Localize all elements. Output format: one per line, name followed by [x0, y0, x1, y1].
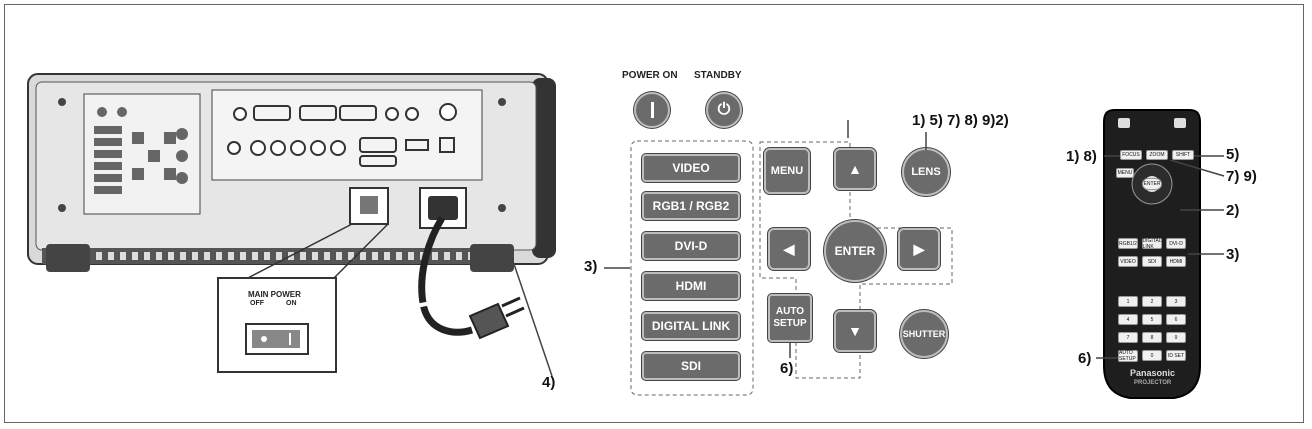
remote-hdmi-button[interactable]: HDMI: [1166, 256, 1186, 267]
left-button[interactable]: ◀: [768, 228, 810, 270]
main-power-title: MAIN POWER: [248, 290, 301, 299]
video-button[interactable]: VIDEO: [642, 154, 740, 182]
remote-sdi-button[interactable]: SDI: [1142, 256, 1162, 267]
remote-zoom-button[interactable]: ZOOM: [1146, 150, 1168, 160]
callout-inputs-line: [604, 267, 630, 269]
remote-key-5[interactable]: 5: [1142, 314, 1162, 325]
arrow-right-icon: ▶: [913, 240, 925, 257]
callout-lens: 1) 5) 7) 8) 9)2): [912, 112, 1009, 129]
remote-callout-focus: 1) 8): [1066, 148, 1097, 165]
power-on-label: POWER ON: [622, 70, 678, 81]
standby-icon: ⏻: [717, 101, 731, 118]
shutter-button[interactable]: SHUTTER: [900, 310, 948, 358]
callout-auto-line: [789, 342, 791, 358]
remote-key-0[interactable]: 0: [1142, 350, 1162, 361]
remote-callout-focus-line: [1104, 155, 1120, 157]
power-plug: [468, 296, 525, 340]
remote-callout-shift: 5): [1226, 146, 1240, 163]
dvid-button[interactable]: DVI-D: [642, 232, 740, 260]
callout-foot: 4): [542, 374, 556, 391]
remote-key-3[interactable]: 3: [1166, 296, 1186, 307]
arrow-down-icon: ▼: [848, 323, 862, 339]
auto-setup-label: AUTO SETUP: [773, 306, 807, 329]
standby-label: STANDBY: [694, 70, 742, 81]
remote-brand: Panasonic: [1130, 368, 1176, 378]
projector-rear-illustration: [27, 73, 556, 377]
remote-rgb-button[interactable]: RGB1/2: [1118, 238, 1138, 249]
remote-callout-auto: 6): [1078, 350, 1092, 367]
terminal-panel: [211, 89, 483, 181]
rgb-button[interactable]: RGB1 / RGB2: [642, 192, 740, 220]
callout-auto: 6): [780, 360, 794, 377]
digital-link-button[interactable]: DIGITAL LINK: [642, 312, 740, 340]
adjustable-foot-left: [46, 244, 90, 272]
remote-video-button[interactable]: VIDEO: [1118, 256, 1138, 267]
remote-idset-button[interactable]: ID SET: [1166, 350, 1186, 361]
remote-dl-button[interactable]: DIGITAL LINK: [1142, 237, 1162, 250]
arrow-left-icon: ◀: [783, 240, 795, 257]
remote-callout-shift-line: [1194, 155, 1224, 157]
remote-key-2[interactable]: 2: [1142, 296, 1162, 307]
remote-key-7[interactable]: 7: [1118, 332, 1138, 343]
callout-inputs: 3): [584, 258, 598, 275]
auto-setup-button[interactable]: AUTO SETUP: [768, 294, 812, 342]
main-power-on-label: ON: [286, 300, 297, 307]
remote-key-4[interactable]: 4: [1118, 314, 1138, 325]
nav-group-outline: [759, 141, 953, 379]
remote-auto-setup-button[interactable]: AUTO SETUP: [1118, 350, 1138, 362]
power-on-icon: [650, 102, 654, 118]
callout-lens-line: [925, 132, 927, 150]
remote-key-1[interactable]: 1: [1118, 296, 1138, 307]
remote-enter-button[interactable]: ENTER: [1142, 178, 1162, 190]
enter-button[interactable]: ENTER: [824, 220, 886, 282]
remote-brand-sub: PROJECTOR: [1134, 380, 1172, 386]
remote-callout-enter: 2): [1226, 202, 1240, 219]
remote-shift-button[interactable]: SHIFT: [1172, 150, 1194, 160]
remote-focus-button[interactable]: FOCUS: [1120, 150, 1142, 160]
remote-callout-auto-line: [1096, 357, 1118, 359]
standby-button[interactable]: ⏻: [706, 92, 742, 128]
remote-callout-inputs: 3): [1226, 246, 1240, 263]
down-button[interactable]: ▼: [834, 310, 876, 352]
nav-top-tick: [847, 120, 849, 138]
sdi-button[interactable]: SDI: [642, 352, 740, 380]
remote-menu-button[interactable]: MENU: [1116, 168, 1134, 178]
remote-key-9[interactable]: 9: [1166, 332, 1186, 343]
menu-button[interactable]: MENU: [764, 148, 810, 194]
power-cord: [418, 216, 474, 336]
remote-callout-inputs-line: [1188, 253, 1224, 255]
projector-side-edge: [532, 78, 556, 258]
adjustable-foot-right: [470, 244, 514, 272]
arrow-up-icon: ▲: [848, 161, 862, 177]
remote-callout-zoom: 7) 9): [1226, 168, 1257, 185]
remote-callout-enter-line: [1180, 209, 1224, 211]
input-group-outline: [630, 140, 754, 396]
lens-button[interactable]: LENS: [902, 148, 950, 196]
remote-key-8[interactable]: 8: [1142, 332, 1162, 343]
power-on-button[interactable]: [634, 92, 670, 128]
hdmi-button[interactable]: HDMI: [642, 272, 740, 300]
right-button[interactable]: ▶: [898, 228, 940, 270]
remote-callout-zoom-line: [1170, 160, 1225, 177]
remote-dvid-button[interactable]: DVI-D: [1166, 238, 1186, 249]
main-power-off-label: OFF: [250, 300, 264, 307]
remote-key-6[interactable]: 6: [1166, 314, 1186, 325]
diagram-frame: [4, 4, 1304, 423]
up-button[interactable]: ▲: [834, 148, 876, 190]
